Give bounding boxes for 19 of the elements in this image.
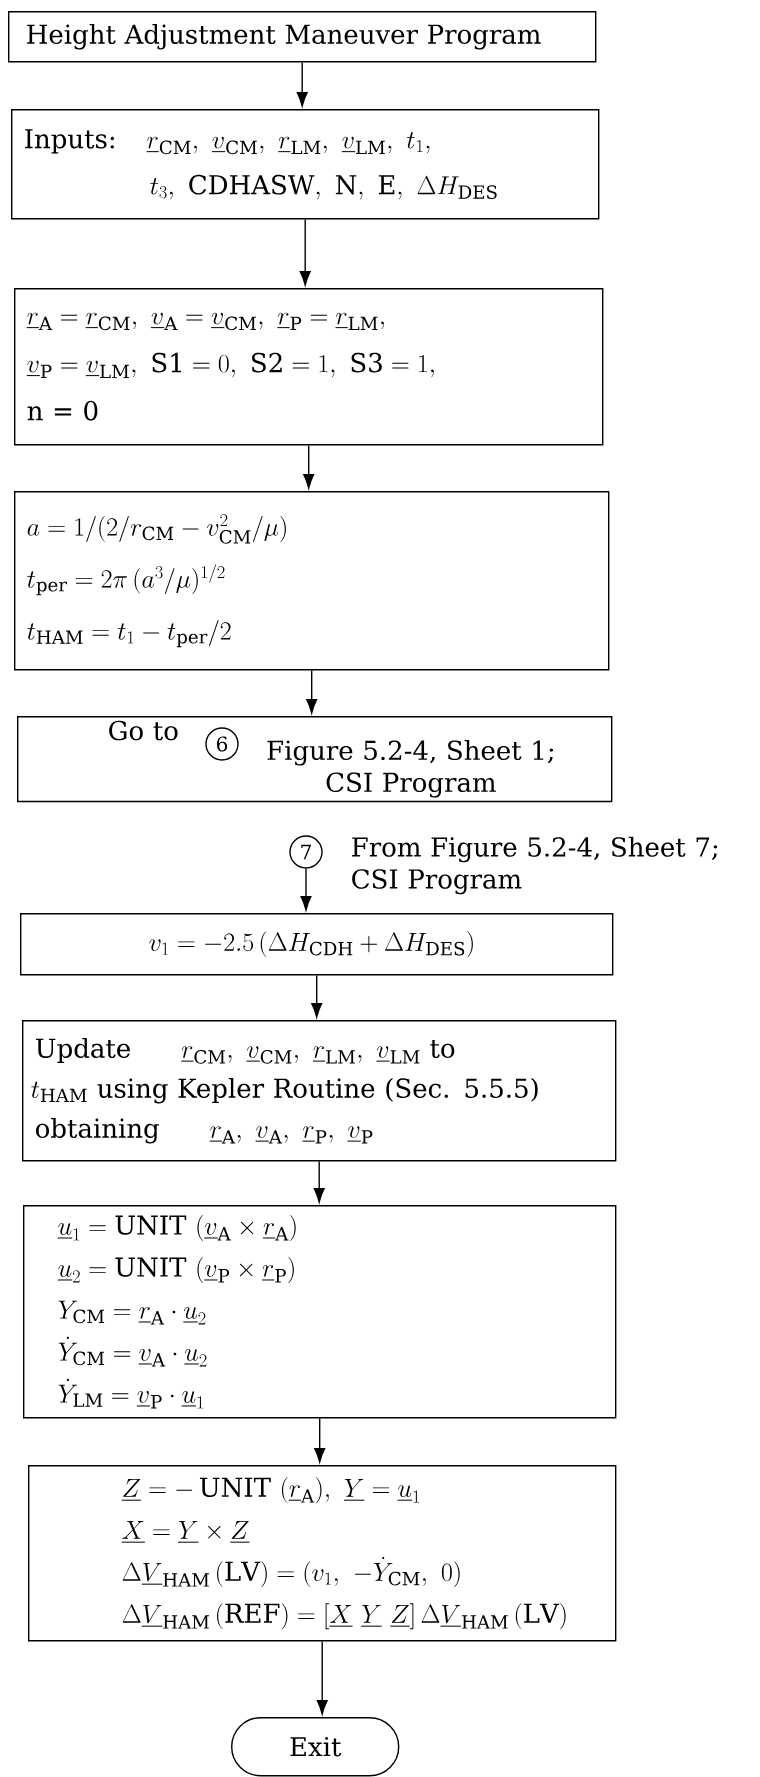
process-box: $a = 1/(2/r_{\mathrm{CM}} - v_{\mathrm{CM}}^{2}/\mu)$ $t_{\mathrm{per}} = 2\pi\,(a^{3}/\mu)^{1/2}$ $t_{\mathrm{HAM}} = t_1 - t_{\mathrm{per}}/2$ [14,491,610,671]
process-box: $\underline{Z} = -\,\text{UNIT }(\underline{r}_{\mathrm{A}}),\ \underline{Y} = \underline{u}_1$ $\underline{X} = \underline{Y} \times \underline{Z}$ $\Delta\underline{V}_{\mathrm{HAM}}\,(\mathrm{LV}) = (v_1,\ -\dot{Y}_{\mathrm{CM}},\ 0)$ $\Delta\underline{V}_{\mathrm{HAM}}\,(\mathrm{REF}) = [\underline{X}\ \underline{Y}\ \underline{Z}]\,\Delta\underline{V}_{\mathrm{HAM}}\,(\mathrm{LV})$ [28,1465,617,1642]
process-box: Inputs: $\underline{r}_{\mathrm{CM}},\ \underline{v}_{\mathrm{CM}},\ \underline{r}_{\mathrm{LM}},\ \underline{v}_{\mathrm{LM}},\ t_1,$ $t_3,\ \text{CDHASW},\ \text{N},\ \text{E},\ \Delta H_{\mathrm{DES}}$ [11,109,600,220]
connector-caption: From Figure 5.2-4, Sheet 7; CSI Program [352,836,718,895]
arrow [313,1160,325,1203]
arrow [314,1417,326,1463]
arrow [296,61,308,107]
arrow [300,868,312,911]
arrow [311,974,323,1018]
arrow [316,1640,328,1715]
process-box: $v_1 = -2.5\,(\Delta H_{\mathrm{CDH}} + \Delta H_{\mathrm{DES}})$ [20,913,614,976]
process-box: Update $\underline{r}_{\mathrm{CM}},\ \underline{v}_{\mathrm{CM}},\ \underline{r}_{\mathrm{LM}},\ \underline{v}_{\mathrm{LM}}\ \text{to}$ $t_{\mathrm{HAM}}\ \text{using Kepler Routine (Sec. 5.5.5)}$ obtaining $\underline{r}_{\mathrm{A}},\ \underline{v}_{\mathrm{A}},\ \underline{r}_{\mathrm{P}},\ \underline{v}_{\mathrm{P}}$ [22,1020,617,1162]
arrow [299,218,311,286]
process-box: Height Adjustment Maneuver Program [8,11,597,63]
terminal-box: Exit [231,1717,400,1777]
process-box: $\underline{r}_{\mathrm{A}} = \underline{r}_{\mathrm{CM}},\ \underline{v}_{\mathrm{A}} = \underline{v}_{\mathrm{CM}},\ \underline{r}_{\mathrm{P}} = \underline{r}_{\mathrm{LM}},$ $\underline{v}_{\mathrm{P}} = \underline{v}_{\mathrm{LM}},\ \text{S1} = 0,\ \text{S2} = 1,\ \text{S3} = 1,$ n = 0 [14,288,604,446]
arrow [303,444,315,489]
process-box: $\underline{u}_1 = \text{UNIT }(\underline{v}_{\mathrm{A}} \times \underline{r}_{\mathrm{A}})$ $\underline{u}_2 = \text{UNIT }(\underline{v}_{\mathrm{P}} \times \underline{r}_{\mathrm{P}})$ $Y_{\mathrm{CM}} = \underline{r}_{\mathrm{A}} \cdot \underline{u}_2$ $\dot{Y}_{\mathrm{CM}} = \underline{v}_{\mathrm{A}} \cdot \underline{u}_2$ $\dot{Y}_{\mathrm{LM}} = \underline{v}_{\mathrm{P}} \cdot \underline{u}_1$ [23,1205,617,1419]
arrow [306,669,318,714]
